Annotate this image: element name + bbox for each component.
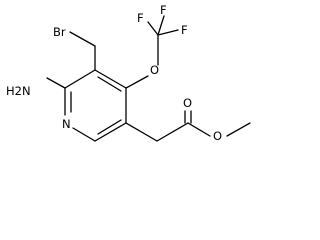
carbonyl-oxygen-label: O [183, 96, 192, 110]
bond-c4-o [125, 75, 149, 89]
bond-cf3-f-top [157, 15, 165, 36]
bond-c2-c3 [64, 69, 96, 89]
amino-label: H2N [6, 84, 31, 98]
bond-c5-c6 [94, 122, 127, 142]
bonds [46, 15, 251, 142]
bond-carbonyl-ester-o [187, 122, 211, 137]
bond-c6-n [72, 127, 96, 142]
fluorine-label-3: F [181, 23, 188, 37]
bromine-label: Br [53, 25, 66, 39]
ester-oxygen-label: O [213, 129, 222, 143]
bond-c3-c4 [94, 69, 127, 89]
ether-oxygen-label: O [150, 63, 159, 77]
bond-cf3-f-right [157, 29, 179, 36]
structure-diagram: Br H2N F F F O N O O [6, 3, 251, 143]
fluorine-label-2: F [160, 3, 167, 17]
fluorine-label-1: F [137, 11, 144, 25]
bond-c2-amino [46, 77, 66, 89]
bond-c5-ch2 [125, 122, 158, 142]
double-bond-c3-c4 [97, 76, 122, 92]
ring-nitrogen-label: N [62, 117, 71, 131]
bond-cf3-f-left [147, 21, 159, 36]
bond-ch2-carbonyl [156, 122, 189, 142]
atom-labels: Br H2N F F F O N O O [6, 3, 222, 143]
bond-ch2-br [69, 31, 96, 47]
double-bond-c5-c6 [97, 119, 122, 135]
bond-ester-o-methyl [226, 122, 251, 137]
